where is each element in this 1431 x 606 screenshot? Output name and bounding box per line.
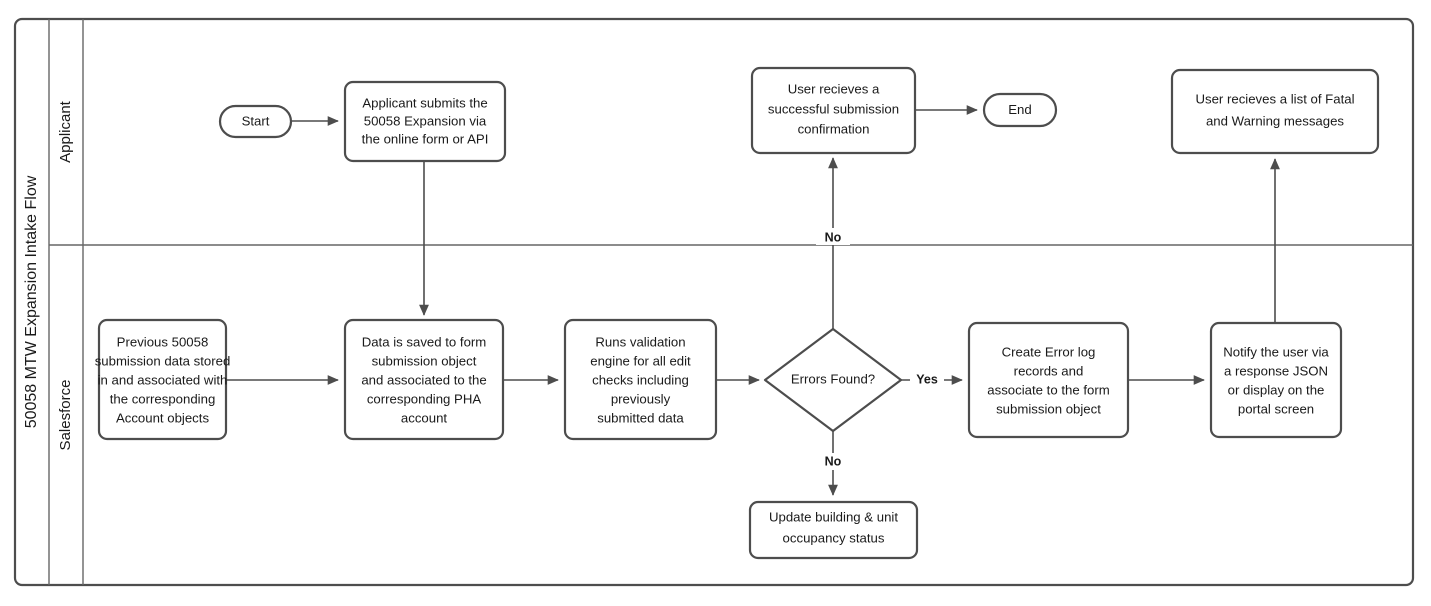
node-start-label: Start	[242, 113, 270, 128]
lane-label-applicant: Applicant	[57, 100, 74, 163]
node-previous-data-line-5: Account objects	[116, 410, 210, 425]
node-previous-data-line-3: in and associated with	[98, 372, 228, 387]
node-confirmation[interactable]: User recieves a successful submission co…	[750, 66, 917, 155]
edge-label-no-up: No	[825, 230, 842, 244]
edge-labels-group: No No Yes	[816, 228, 944, 470]
edge-label-yes-bg	[910, 371, 944, 388]
node-error-log-line-3: associate to the form	[987, 382, 1109, 397]
pool-title: 50058 MTW Expansion Intake Flow	[23, 175, 40, 428]
node-occupancy-shape[interactable]	[748, 500, 919, 560]
node-occupancy-line-2: occupancy status	[783, 530, 885, 545]
node-fatal-warning-line-1: User recieves a list of Fatal	[1195, 91, 1354, 106]
node-notify-user[interactable]: Notify the user via a response JSON or d…	[1209, 321, 1343, 439]
node-notify-user-line-1: Notify the user via	[1223, 344, 1329, 359]
node-confirmation-line-2: successful submission	[768, 101, 899, 116]
node-validation-line-5: submitted data	[597, 410, 684, 425]
node-error-log-line-4: submission object	[996, 401, 1101, 416]
node-submit-line-2: 50058 Expansion via	[364, 113, 487, 128]
node-validation-shape[interactable]	[563, 318, 718, 441]
node-save-data-line-2: submission object	[372, 353, 477, 368]
node-occupancy-line-1: Update building & unit	[769, 509, 898, 524]
node-fatal-warning[interactable]: User recieves a list of Fatal and Warnin…	[1170, 68, 1380, 155]
lane-label-salesforce: Salesforce	[57, 380, 74, 451]
node-previous-data-line-1: Previous 50058	[117, 334, 209, 349]
node-occupancy[interactable]: Update building & unit occupancy status	[748, 500, 919, 560]
node-confirmation-shape[interactable]	[750, 66, 917, 155]
node-previous-data[interactable]: Previous 50058 submission data stored in…	[95, 318, 231, 441]
node-errors-found-shape[interactable]	[763, 327, 903, 433]
node-validation[interactable]: Runs validation engine for all edit chec…	[563, 318, 718, 441]
node-save-data-line-5: account	[401, 410, 448, 425]
node-save-data[interactable]: Data is saved to form submission object …	[343, 318, 505, 441]
node-error-log[interactable]: Create Error log records and associate t…	[967, 321, 1130, 439]
node-error-log-shape[interactable]	[967, 321, 1130, 439]
node-confirmation-line-3: confirmation	[798, 121, 870, 136]
node-save-data-shape[interactable]	[343, 318, 505, 441]
node-end-shape[interactable]	[982, 92, 1058, 128]
node-previous-data-line-4: the corresponding	[110, 391, 216, 406]
node-notify-user-line-2: a response JSON	[1224, 363, 1328, 378]
node-validation-line-2: engine for all edit	[590, 353, 691, 368]
node-end[interactable]: End	[982, 92, 1058, 128]
edge-label-no-down: No	[825, 454, 842, 468]
node-start-shape[interactable]	[218, 104, 293, 139]
node-save-data-line-1: Data is saved to form	[362, 334, 487, 349]
node-validation-line-3: checks including	[592, 372, 689, 387]
node-submit-shape[interactable]	[343, 80, 507, 163]
node-confirmation-line-1: User recieves a	[788, 81, 880, 96]
node-previous-data-line-2: submission data stored	[95, 353, 231, 368]
node-fatal-warning-shape[interactable]	[1170, 68, 1380, 155]
edge-label-no-up-bg	[816, 228, 850, 245]
node-errors-found-label: Errors Found?	[791, 371, 875, 386]
node-save-data-line-3: and associated to the	[361, 372, 486, 387]
edge-label-no-down-bg	[816, 453, 850, 470]
pool-outer-frame	[13, 17, 1415, 587]
node-validation-line-4: previously	[611, 391, 671, 406]
node-notify-user-line-3: or display on the	[1228, 382, 1325, 397]
node-start[interactable]: Start	[218, 104, 293, 139]
node-save-data-line-4: corresponding PHA	[367, 391, 482, 406]
node-notify-user-line-4: portal screen	[1238, 401, 1314, 416]
node-end-label: End	[1008, 102, 1031, 117]
node-validation-line-1: Runs validation	[595, 334, 685, 349]
node-errors-found[interactable]: Errors Found?	[763, 327, 903, 433]
node-submit-line-1: Applicant submits the	[362, 95, 487, 110]
node-error-log-line-1: Create Error log	[1002, 344, 1096, 359]
node-notify-user-shape[interactable]	[1209, 321, 1343, 439]
pool-frame-group: 50058 MTW Expansion Intake Flow Applican…	[13, 17, 1415, 587]
node-previous-data-shape[interactable]	[97, 318, 228, 441]
node-error-log-line-2: records and	[1014, 363, 1084, 378]
node-fatal-warning-line-2: and Warning messages	[1206, 113, 1344, 128]
node-submit[interactable]: Applicant submits the 50058 Expansion vi…	[343, 80, 507, 163]
edge-label-yes: Yes	[916, 372, 938, 386]
node-submit-line-3: the online form or API	[362, 131, 489, 146]
